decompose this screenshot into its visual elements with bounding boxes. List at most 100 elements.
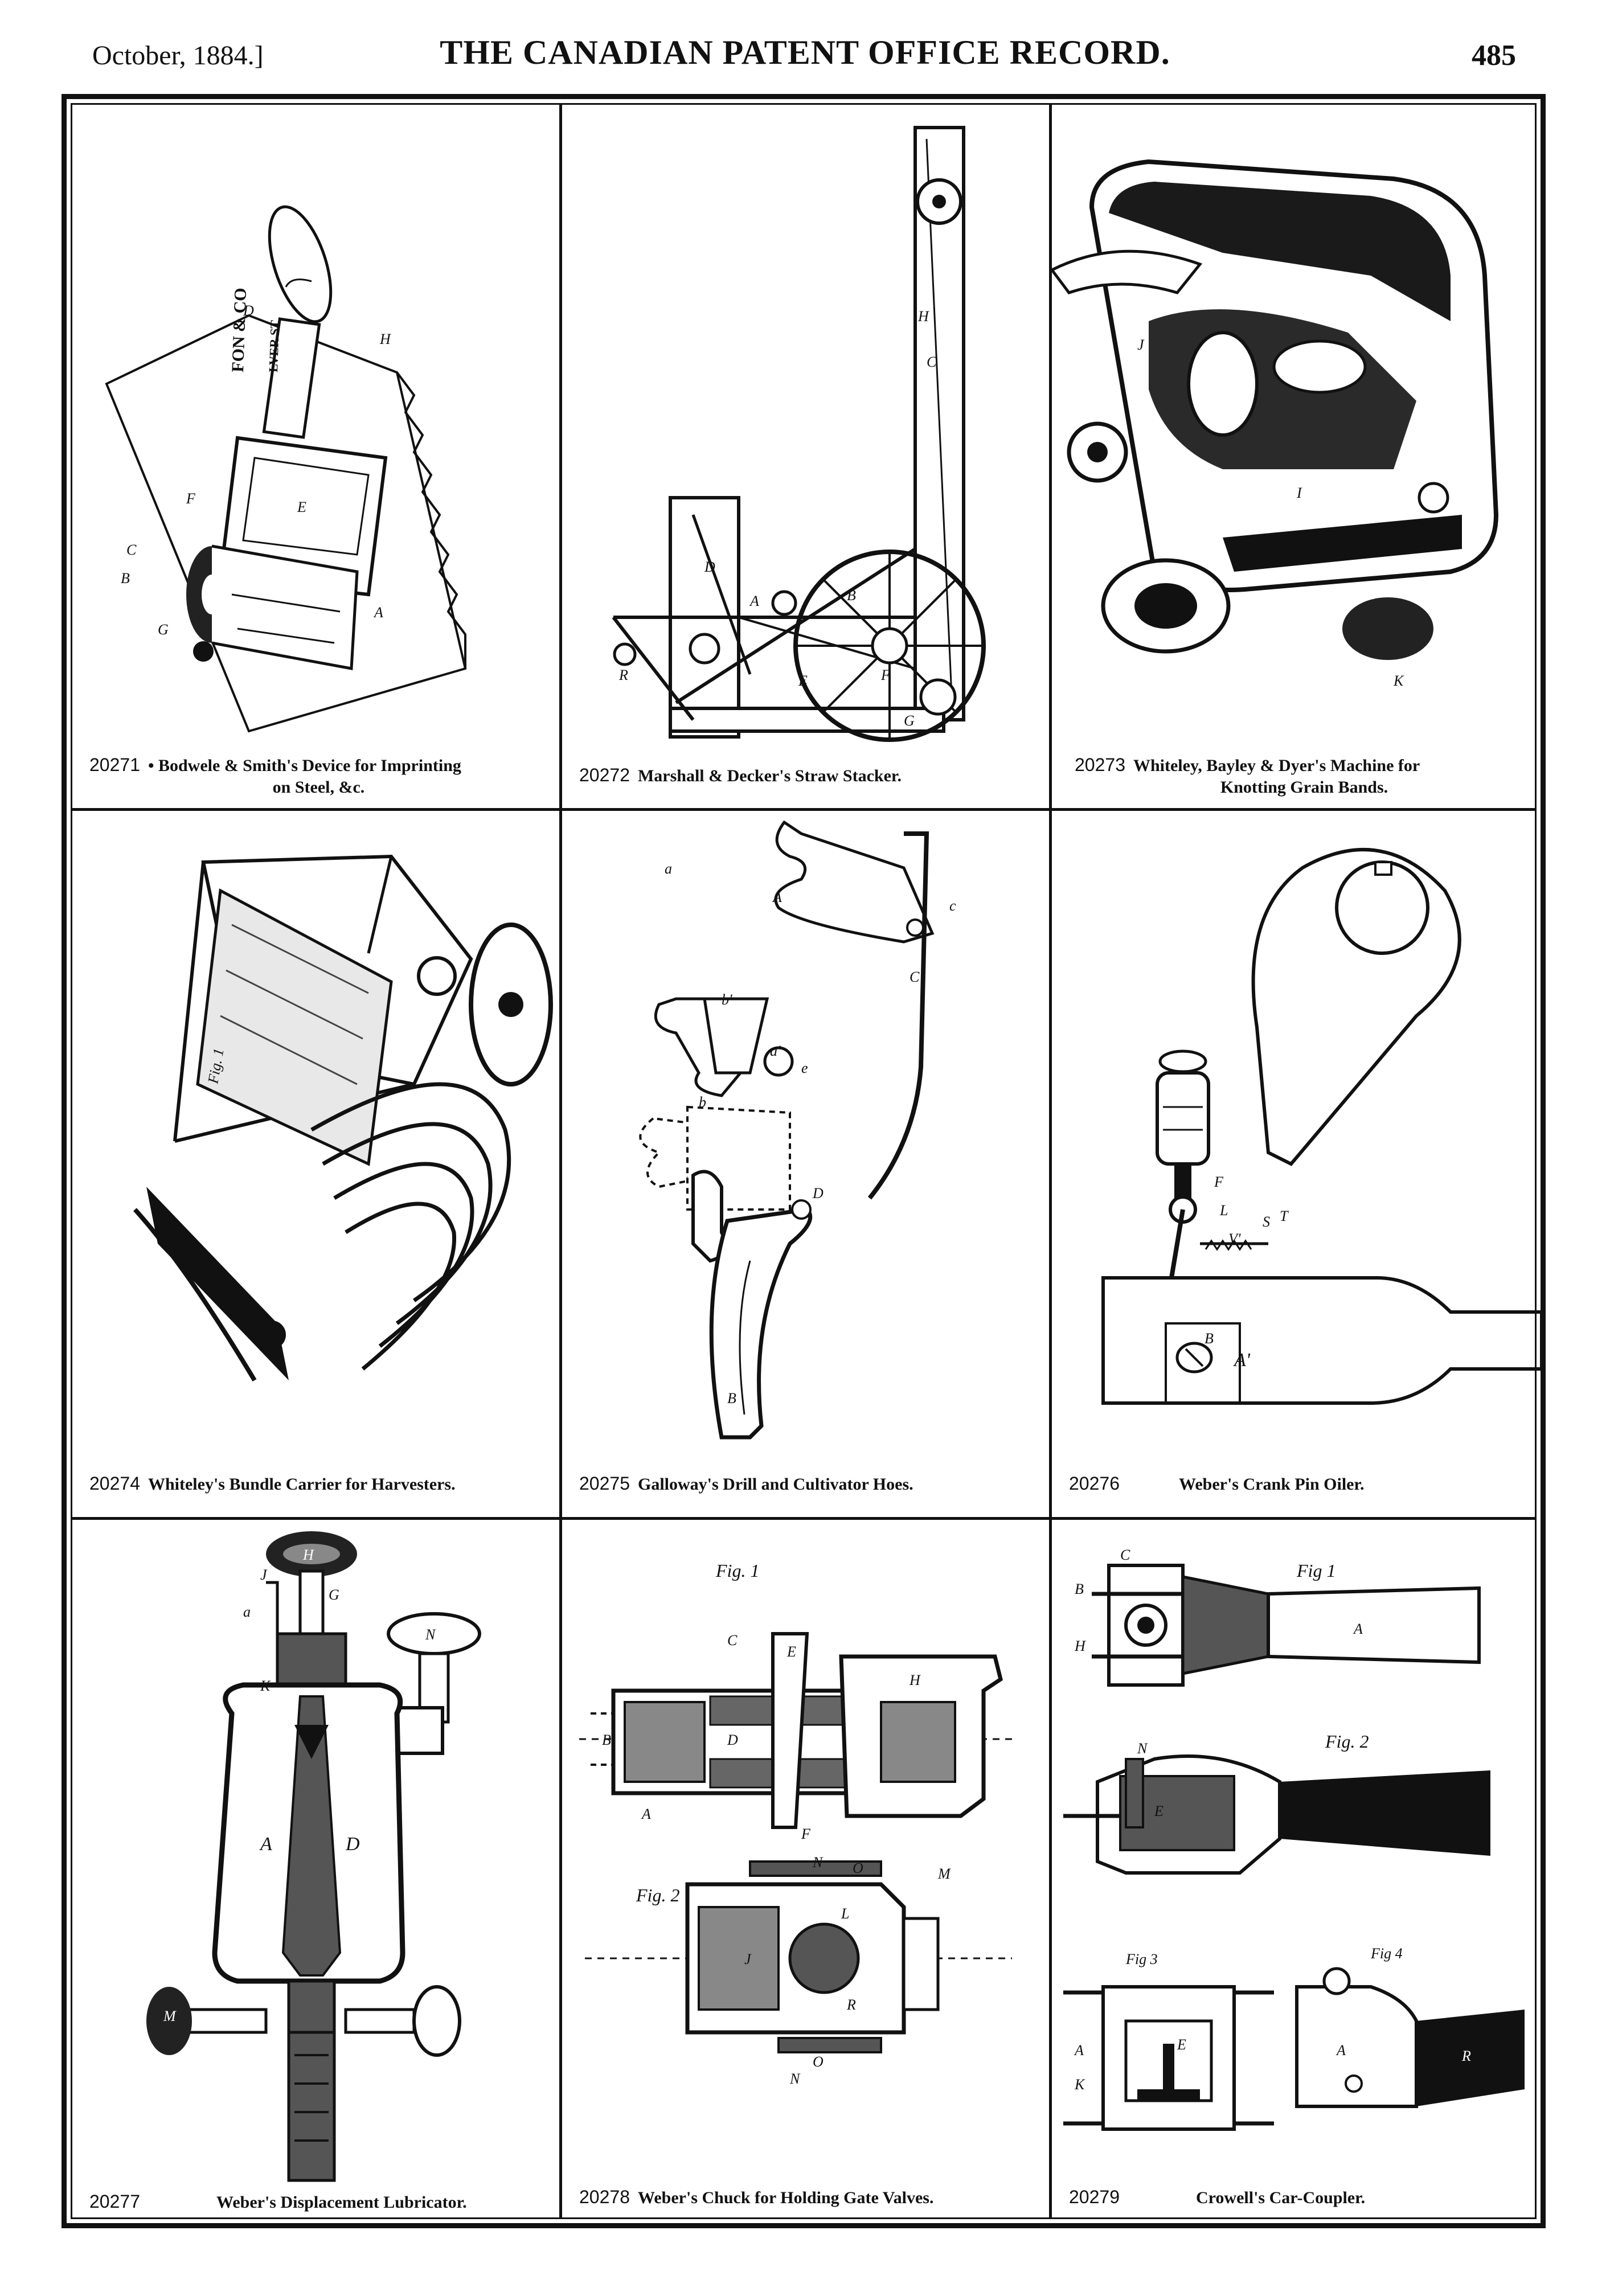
- figure-label: R: [618, 667, 628, 683]
- figure-label: c: [949, 897, 956, 914]
- figure-label: B: [1075, 1581, 1084, 1597]
- page-number: 485: [1472, 39, 1516, 72]
- caption-line: Weber's Chuck for Holding Gate Valves.: [637, 2188, 934, 2207]
- caption-line: Marshall & Decker's Straw Stacker.: [637, 766, 902, 785]
- figure-label: a: [243, 1604, 251, 1620]
- grid-divider: [559, 105, 562, 2217]
- figure-label: A': [1233, 1350, 1251, 1371]
- crank-pin-body: [1101, 1276, 1543, 1405]
- page-header: October, 1884.] THE CANADIAN PATENT OFFI…: [0, 0, 1610, 91]
- serrated-edge: [396, 371, 466, 669]
- chuck-illustration: Fig. 1 C E H B D A F Fig. 2: [579, 1560, 1018, 2087]
- figure-label: K: [260, 1678, 271, 1694]
- car-coupler-illustration: Fig 1 C B H A Fig. 2 N E Fig 3: [1063, 1547, 1525, 2131]
- grid-divider: [1049, 105, 1052, 2217]
- figure-label: E: [1154, 1803, 1164, 1819]
- patent-number: 20278: [579, 2187, 630, 2207]
- figure-label: F: [308, 1729, 318, 1745]
- figure-label: C: [1120, 1547, 1130, 1563]
- figure-label: a': [770, 1043, 781, 1059]
- patent-number: 20279: [1069, 2187, 1120, 2207]
- figure-label: A: [1074, 2042, 1084, 2059]
- knotting-machine-illustration: A I J K: [1052, 159, 1499, 689]
- bundle-carrier-illustration: Fig. 1: [133, 854, 553, 1382]
- handle-shaft: [262, 317, 321, 439]
- figure-label: C: [126, 542, 137, 558]
- figure-label: M: [163, 2008, 177, 2024]
- figure-label: S: [1263, 1213, 1270, 1230]
- figure-caption: 20271• Bodwele & Smith's Device for Impr…: [89, 754, 548, 798]
- figure-label: H: [909, 1672, 921, 1688]
- figure-label: Fig. 2: [636, 1885, 679, 1905]
- caption-line: on Steel, &c.: [272, 778, 365, 797]
- patent-number: 20276: [1069, 1473, 1120, 1494]
- caption-line: Weber's Crank Pin Oiler.: [1178, 1475, 1365, 1494]
- figure-caption: 20276 Weber's Crank Pin Oiler.: [1069, 1473, 1534, 1495]
- patent-number: 20274: [89, 1473, 140, 1494]
- figure-label: K: [1393, 673, 1404, 689]
- figure-label: E: [297, 499, 306, 515]
- figure-label: e: [801, 1060, 808, 1076]
- figure-label: D: [704, 559, 715, 575]
- figure-label: F: [1214, 1174, 1224, 1190]
- caption-line: Whiteley, Bayley & Dyer's Machine for: [1133, 756, 1420, 775]
- figure-label: R: [1461, 2048, 1471, 2064]
- cam-wheel: [1342, 597, 1433, 660]
- figure-label: V': [1228, 1231, 1241, 1247]
- figure-label: M: [937, 1866, 951, 1882]
- figure-label: C: [927, 354, 937, 370]
- figure-20273: A I J K 20273 Whiteley, Bayley & Dyer's M…: [1052, 105, 1545, 808]
- patent-number: 20277: [89, 2191, 140, 2212]
- figure-label: A: [749, 593, 759, 609]
- caption-line: Weber's Displacement Lubricator.: [216, 2193, 467, 2212]
- figure-caption: 20278 Weber's Chuck for Holding Gate Valv…: [579, 2186, 1038, 2209]
- grid-divider: [72, 808, 1535, 811]
- figure-20271: FON & CO LVER ST D H E F C B G A 20271• …: [72, 105, 559, 808]
- right-knob: [412, 1985, 461, 2057]
- figure-label: G: [904, 712, 915, 729]
- figure-label: T: [1280, 1208, 1289, 1224]
- figure-label: E: [1177, 2036, 1186, 2053]
- figure-label: Fig. 1: [715, 1560, 759, 1581]
- oil-cup-cap: [1158, 1049, 1207, 1073]
- patent-number: 20273: [1075, 755, 1125, 775]
- issue-date: October, 1884.]: [92, 40, 264, 71]
- figure-caption: 20273 Whiteley, Bayley & Dyer's Machine f…: [1075, 754, 1534, 798]
- figure-label: J: [744, 1951, 752, 1967]
- figure-caption: 20272 Marshall & Decker's Straw Stacker.: [579, 764, 1038, 787]
- figure-label: C: [910, 969, 920, 985]
- plate-text: LVER ST: [266, 320, 282, 373]
- figure-grid: FON & CO LVER ST D H E F C B G A 20271• …: [72, 105, 1543, 2217]
- figure-label: Fig 3: [1125, 1951, 1158, 1967]
- figure-20278: Fig. 1 C E H B D A F Fig. 2: [562, 1520, 1049, 2222]
- figure-label: Fig 4: [1370, 1945, 1403, 1962]
- publication-title: THE CANADIAN PATENT OFFICE RECORD.: [440, 34, 1170, 71]
- patent-number: 20272: [579, 765, 630, 785]
- displacement-lubricator-illustration: H J G a K N F A D M: [146, 1531, 481, 2182]
- standard-C: [867, 831, 929, 1200]
- figure-label: Fig 1: [1296, 1560, 1335, 1581]
- caption-line: Crowell's Car-Coupler.: [1195, 2188, 1366, 2207]
- figure-label: B: [121, 570, 130, 587]
- figure-label: L: [1219, 1202, 1228, 1219]
- caption-line: Galloway's Drill and Cultivator Hoes.: [637, 1475, 913, 1494]
- figure-label: B: [727, 1390, 736, 1407]
- caption-line: Whiteley's Bundle Carrier for Harvesters…: [148, 1475, 456, 1494]
- imprinting-device-illustration: FON & CO LVER ST D H E F C B G A: [105, 205, 467, 733]
- figure-caption: 20279 Crowell's Car-Coupler.: [1069, 2186, 1534, 2209]
- figure-label: A: [1335, 2042, 1346, 2059]
- figure-label: N: [812, 1854, 824, 1871]
- figure-label: N: [789, 2070, 801, 2087]
- figure-label: J: [1137, 337, 1145, 353]
- figure-label: D: [812, 1185, 824, 1202]
- figure-label: G: [329, 1586, 339, 1603]
- figure-label: H: [379, 331, 391, 347]
- hoe-blade-B: [709, 1207, 813, 1440]
- figure-label: b: [699, 1094, 706, 1110]
- figure-label: A: [641, 1806, 651, 1822]
- figure-label: H: [917, 308, 929, 325]
- figure-label: b': [722, 991, 732, 1008]
- upper-casting: [1109, 182, 1451, 321]
- oil-cup: [1156, 1071, 1210, 1166]
- carrier-fingers: [310, 1082, 511, 1371]
